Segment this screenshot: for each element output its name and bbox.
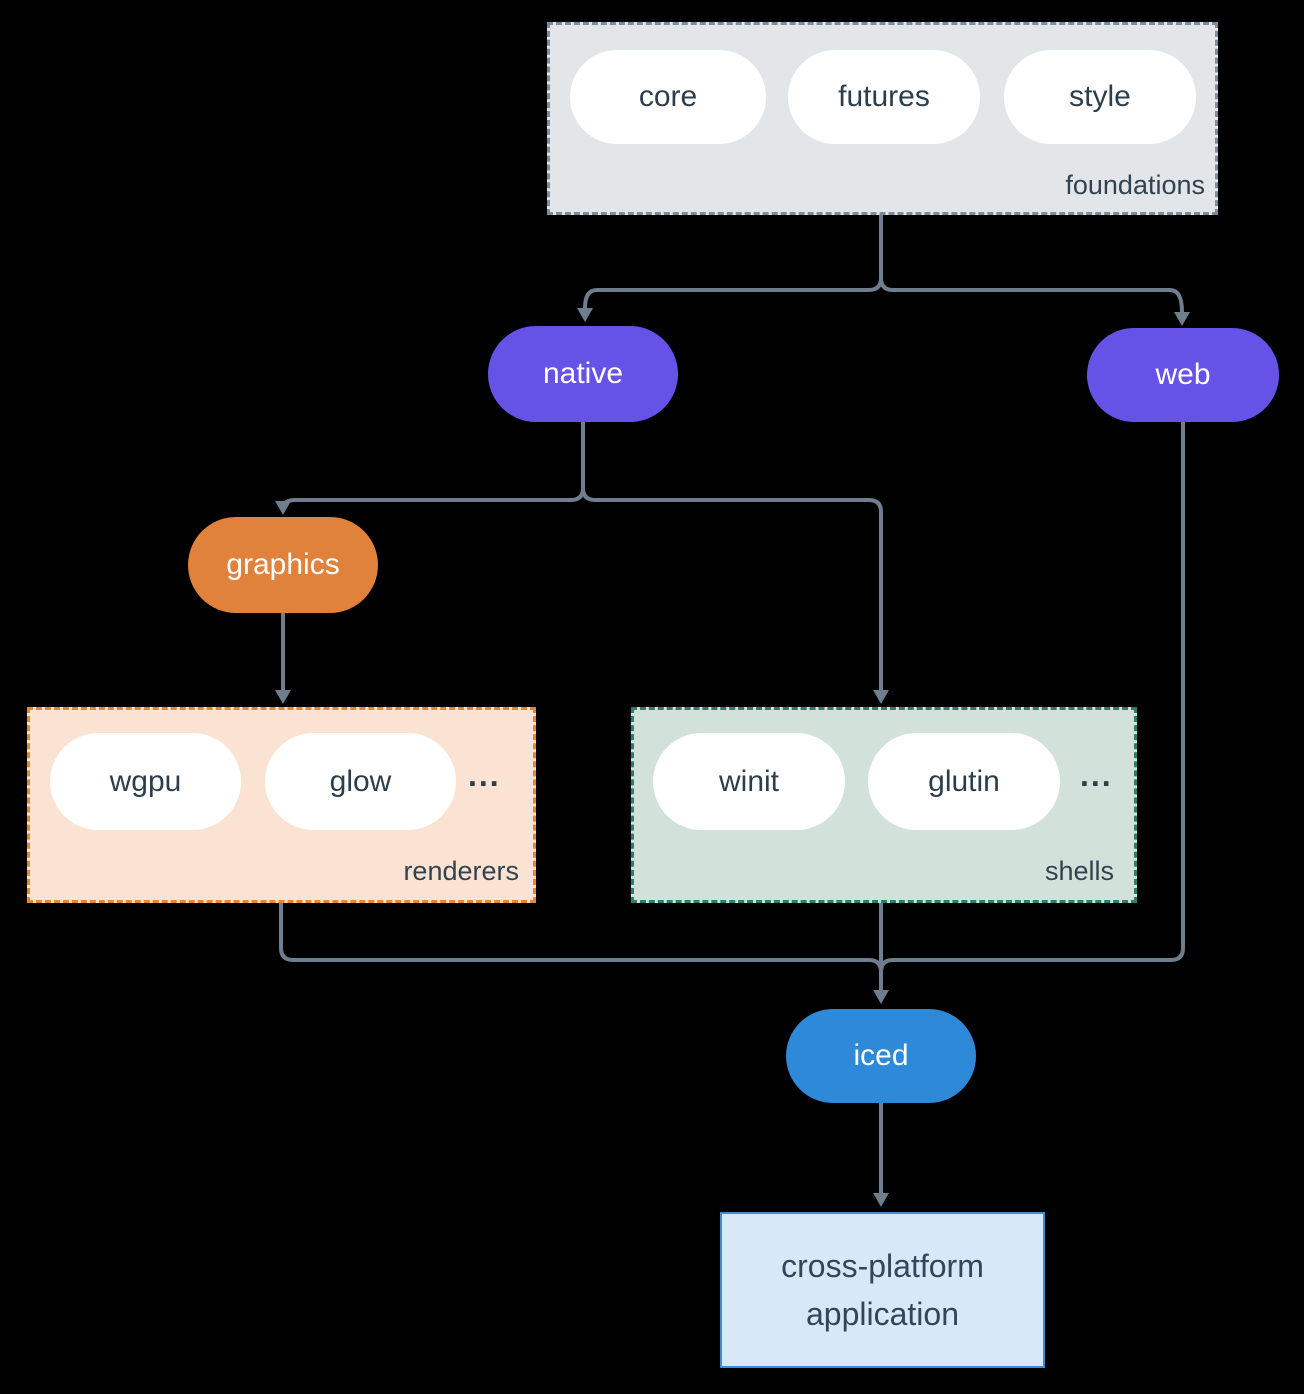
arrowhead-native <box>577 308 593 322</box>
arrowhead-web <box>1174 312 1190 326</box>
node-web: web <box>1087 328 1279 422</box>
pill-style-label: style <box>1069 80 1131 113</box>
node-graphics-label: graphics <box>226 548 340 581</box>
arrowhead-shells <box>873 690 889 704</box>
shells-ellipsis: ... <box>1080 757 1113 793</box>
pill-futures-label: futures <box>838 80 930 113</box>
app-box-line2: application <box>806 1296 959 1332</box>
edge-renderers-iced <box>279 901 883 973</box>
app-box-line1: cross-platform <box>781 1248 984 1284</box>
arrowhead-renderers <box>275 690 291 704</box>
renderers-ellipsis: ... <box>468 757 501 793</box>
arrowhead-application <box>873 1193 889 1207</box>
node-web-label: web <box>1155 358 1211 391</box>
pill-wgpu-label: wgpu <box>109 764 182 798</box>
arrowhead-iced <box>873 990 889 1004</box>
edge-foundations-web <box>879 215 1184 313</box>
cross-platform-application-box: cross-platform application <box>720 1212 1045 1368</box>
foundations-group-label: foundations <box>1065 170 1205 200</box>
pill-glow-label: glow <box>329 764 392 798</box>
pill-glutin-label: glutin <box>928 764 1000 798</box>
node-graphics: graphics <box>188 517 378 613</box>
node-iced: iced <box>786 1009 976 1103</box>
pill-glow: glow <box>265 733 456 830</box>
pill-core: core <box>570 50 766 144</box>
pill-futures: futures <box>788 50 980 144</box>
shells-group-label: shells <box>1044 856 1114 886</box>
pill-core-label: core <box>638 80 698 113</box>
pill-winit: winit <box>653 733 845 830</box>
node-iced-label: iced <box>853 1039 909 1072</box>
edge-foundations-native <box>583 215 883 309</box>
edge-native-shells <box>581 422 883 690</box>
renderers-group-label: renderers <box>403 856 519 886</box>
edge-native-graphics <box>281 422 585 511</box>
pill-glutin: glutin <box>868 733 1060 830</box>
pill-style: style <box>1004 50 1196 144</box>
arrowhead-graphics <box>275 501 291 515</box>
node-native-label: native <box>542 357 624 390</box>
pill-wgpu: wgpu <box>50 733 241 830</box>
pill-winit-label: winit <box>718 764 779 798</box>
node-native: native <box>488 326 678 422</box>
